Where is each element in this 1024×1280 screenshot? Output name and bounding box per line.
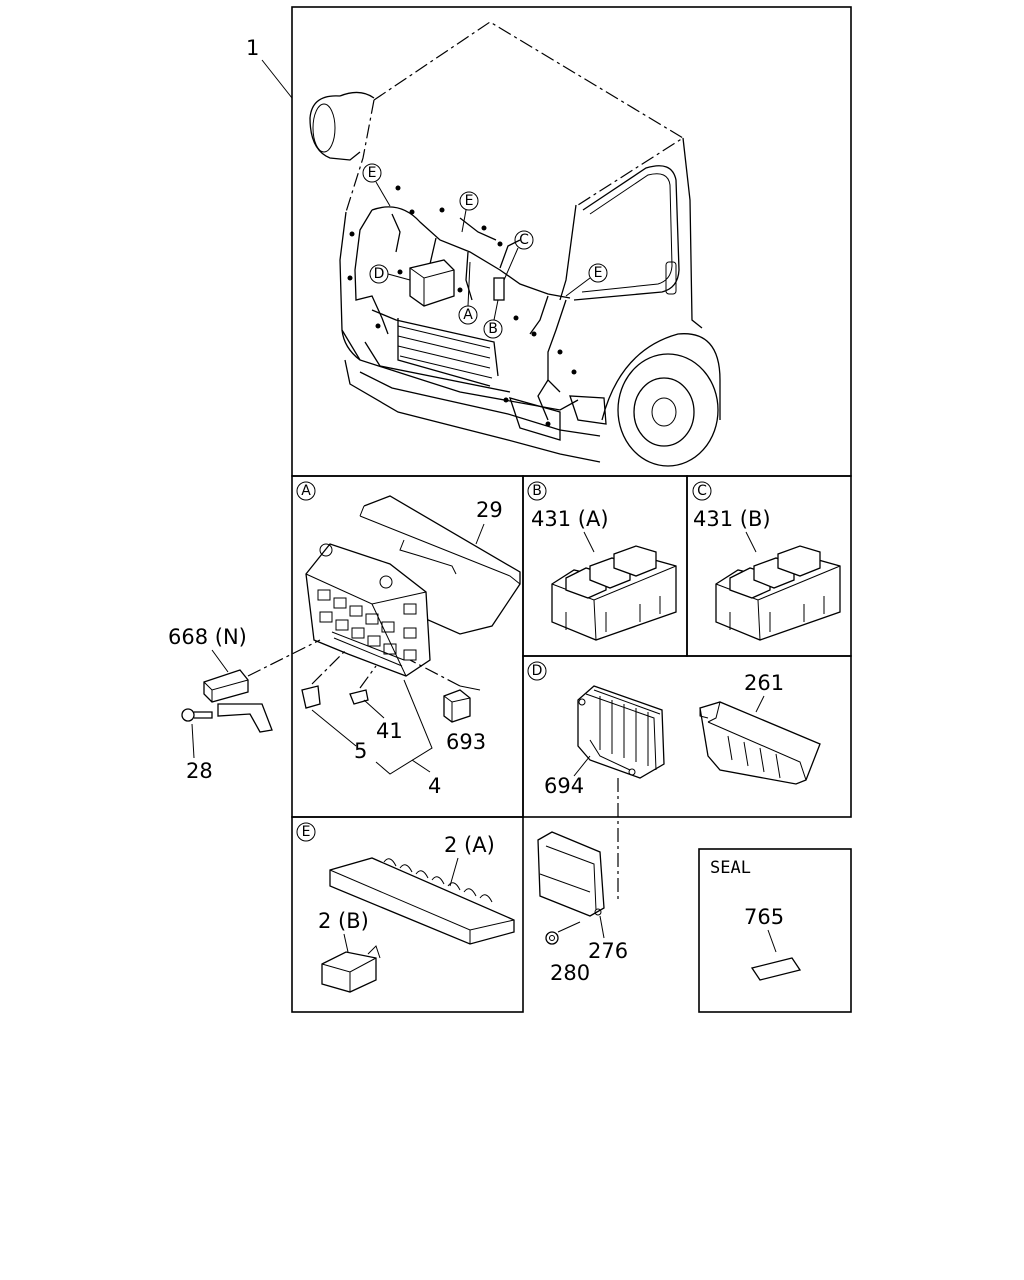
callout-5-leader [311,709,357,747]
svg-text:280: 280 [550,961,590,985]
relay-693: 693 [409,659,486,754]
seal-765: SEAL 765 [710,858,802,981]
frame [291,6,852,1013]
callout-431b: 431 (B) [693,507,771,531]
callout-1: 1 [246,36,293,99]
fuse-5 [301,649,347,709]
relay-block-431b [715,545,841,641]
callout-431b-leader [745,531,757,553]
callout-431a-leader [583,531,595,553]
marker-e-3: E [565,263,608,297]
svg-text:1: 1 [246,36,259,60]
callout-41-leader [363,699,385,719]
svg-text:A: A [463,307,473,323]
svg-text:B: B [488,321,498,337]
svg-text:C: C [519,232,529,248]
svg-text:D: D [532,663,543,679]
marker-e-1: E [362,163,391,207]
callout-431a: 431 (A) [531,507,609,531]
svg-text:2 (A): 2 (A) [444,833,495,857]
relay-block-431a [551,545,677,641]
svg-text:E: E [465,193,474,209]
svg-text:D: D [374,266,385,282]
marker-d: D [369,264,411,284]
svg-text:C: C [697,483,707,499]
connector-668-n: 668 (N) [168,625,321,733]
marker-c: C [503,230,534,281]
section-d-panel [522,655,852,818]
bracket-261: 261 [699,671,821,785]
callout-41: 41 [376,719,403,743]
svg-text:29: 29 [476,498,503,522]
svg-text:668 (N): 668 (N) [168,625,247,649]
svg-text:693: 693 [446,730,486,754]
fuse-2b: 2 (B) [318,909,381,993]
fuse-box-body [305,543,431,677]
svg-text:E: E [594,265,603,281]
svg-text:276: 276 [588,939,628,963]
bolt-28: 28 [181,708,213,783]
svg-text:A: A [301,483,311,499]
ecu-276: 276 [537,778,628,963]
fuse-41 [349,665,377,705]
fuse-slots [317,589,417,661]
svg-text:4: 4 [428,774,441,798]
nut-280: 280 [545,921,590,985]
marker-e-2: E [459,191,479,233]
marker-a: A [458,261,478,325]
section-b-marker: B [527,481,547,501]
svg-text:28: 28 [186,759,213,783]
svg-text:E: E [302,824,311,840]
module-694: 694 [544,685,665,798]
seal-title: SEAL [710,858,751,878]
section-e-marker: E [296,822,316,842]
callout-5: 5 [354,739,367,763]
svg-text:261: 261 [744,671,784,695]
seal-panel [698,848,852,1013]
fuse-strip-2a: 2 (A) [329,833,515,945]
harness-connectors [347,185,577,427]
section-c-marker: C [692,481,712,501]
section-e-panel [291,816,524,1013]
svg-text:2 (B): 2 (B) [318,909,369,933]
svg-text:B: B [532,483,542,499]
svg-text:E: E [368,165,377,181]
section-a-marker: A [296,481,316,501]
marker-b: B [483,299,503,339]
section-d-marker: D [527,661,547,681]
svg-text:694: 694 [544,774,584,798]
overview-markers: E E C E D A B [362,163,608,339]
truck-cab-illustration [309,21,721,467]
callout-4: 4 [375,679,441,798]
svg-text:765: 765 [744,905,784,929]
